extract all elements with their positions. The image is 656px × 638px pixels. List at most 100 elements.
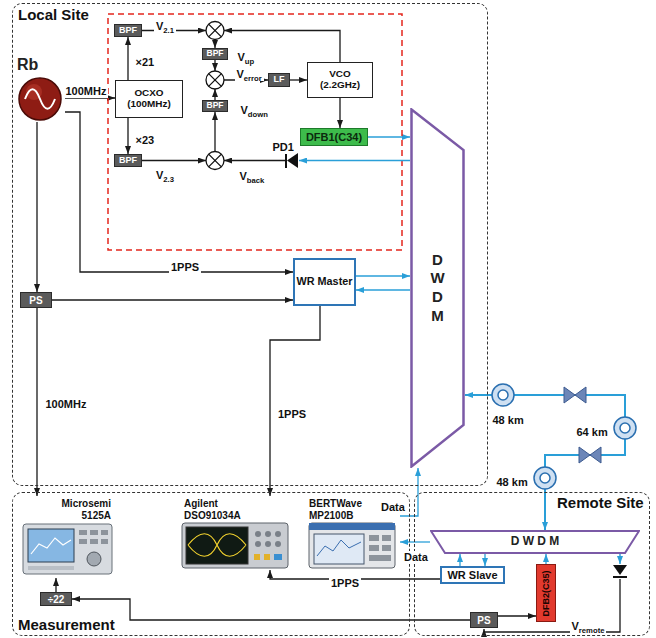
signal-line bbox=[65, 112, 293, 272]
edge-label: 100MHz bbox=[64, 85, 109, 98]
svg-polygon bbox=[590, 447, 601, 463]
edge-label: 1PPS bbox=[276, 408, 308, 421]
edge-label: Data bbox=[379, 501, 407, 514]
svg-circle bbox=[87, 552, 101, 566]
svg-circle bbox=[265, 541, 271, 547]
signal-line bbox=[290, 79, 307, 80]
signal-label: Vdown bbox=[239, 104, 270, 117]
svg-circle bbox=[620, 423, 630, 433]
svg-rect bbox=[28, 529, 74, 562]
signal-label: Vback bbox=[238, 170, 267, 183]
signal-line bbox=[127, 118, 128, 154]
signal-line bbox=[339, 98, 340, 128]
svg-g bbox=[254, 554, 270, 560]
optical-link bbox=[356, 289, 410, 290]
edge-label: ×21 bbox=[134, 56, 157, 69]
svg-circle bbox=[206, 22, 224, 40]
svg-polygon bbox=[579, 447, 590, 463]
signal-line bbox=[498, 615, 536, 616]
signal-line bbox=[36, 122, 37, 292]
signal-line bbox=[270, 306, 320, 496]
svg-rect bbox=[90, 530, 98, 535]
optical-link bbox=[368, 136, 410, 137]
svg-line bbox=[214, 112, 215, 152]
svg-circle bbox=[206, 71, 224, 89]
svg-rect bbox=[90, 539, 98, 544]
svg-path bbox=[209, 24, 222, 37]
svg-polyline bbox=[31, 538, 71, 554]
site-region: Remote SiteD W D MWR SlaveDFB2(C35)PS bbox=[414, 492, 650, 636]
svg-rect bbox=[314, 534, 364, 564]
node-label: BPF bbox=[207, 49, 224, 58]
svg-line bbox=[214, 60, 215, 71]
svg-polygon bbox=[564, 387, 575, 403]
optical-link bbox=[484, 554, 485, 566]
svg-rect bbox=[382, 535, 391, 541]
svg-line bbox=[285, 153, 287, 168]
node-label: LF bbox=[274, 75, 285, 85]
node-label: PS bbox=[477, 615, 490, 626]
svg-rect bbox=[309, 523, 395, 530]
region-frame bbox=[414, 492, 650, 636]
svg-line bbox=[142, 160, 206, 161]
svg-rect bbox=[309, 523, 395, 568]
svg-circle bbox=[534, 467, 556, 489]
signal-line bbox=[55, 578, 56, 592]
svg-circle bbox=[255, 541, 261, 547]
svg-path bbox=[209, 154, 222, 167]
signal-wires bbox=[142, 31, 620, 633]
frequency-analyzer: Microsemi 5125A bbox=[20, 496, 115, 578]
node-label: PS bbox=[29, 295, 42, 306]
svg-line bbox=[299, 160, 410, 161]
edge-label: Data bbox=[402, 551, 430, 564]
optical-link bbox=[545, 554, 546, 564]
node-label: BERTWave MP2100B bbox=[309, 496, 373, 521]
bandpass-filter: BPF bbox=[202, 100, 228, 112]
svg-rect bbox=[23, 524, 112, 574]
node-label: Remote Site bbox=[557, 494, 644, 511]
svg-circle bbox=[492, 384, 514, 406]
edge-label: ×23 bbox=[134, 134, 157, 147]
svg-rect bbox=[369, 535, 379, 541]
svg-circle bbox=[614, 417, 636, 439]
svg-rect bbox=[182, 523, 288, 568]
svg-circle bbox=[275, 531, 281, 537]
vco-box: VCO (2.2GHz) bbox=[307, 62, 373, 98]
node-label: DFB2(C35) bbox=[542, 570, 551, 616]
wdm-mux: D W D M bbox=[430, 530, 640, 554]
svg-line bbox=[214, 40, 215, 49]
fiber-spool bbox=[492, 384, 636, 489]
node-label: D W D M bbox=[511, 535, 560, 548]
bandpass-filter: BPF bbox=[202, 48, 228, 60]
svg-circle bbox=[265, 531, 271, 537]
signal-line bbox=[52, 299, 293, 300]
signal-label: 48 km bbox=[491, 414, 526, 427]
svg-g bbox=[369, 535, 391, 561]
signal-line bbox=[127, 37, 128, 80]
svg-rect bbox=[264, 554, 270, 560]
svg-line bbox=[613, 576, 627, 578]
svg-rect bbox=[101, 539, 108, 544]
svg-rect bbox=[274, 554, 282, 560]
frequency-divider: ÷22 bbox=[40, 592, 72, 606]
signal-label: PD1 bbox=[271, 141, 296, 154]
svg-rect bbox=[369, 555, 391, 561]
svg-circle bbox=[19, 78, 61, 120]
node-label: Measurement bbox=[18, 616, 115, 633]
signal-label: Verror bbox=[235, 68, 264, 81]
node-label: Local Site bbox=[18, 6, 89, 23]
svg-rect bbox=[382, 545, 391, 551]
signal-label: Vup bbox=[236, 51, 257, 64]
wdm-mux: DWDM bbox=[410, 108, 465, 468]
signal-label: 48 km bbox=[495, 476, 530, 489]
node-label: BPF bbox=[119, 26, 137, 36]
svg-circle bbox=[498, 390, 508, 400]
power-splitter: PS bbox=[470, 612, 498, 628]
optical-link bbox=[400, 541, 430, 542]
wr-master-box: WR Master bbox=[293, 258, 356, 306]
node-label: DFB1(C34) bbox=[306, 131, 362, 143]
node-label: ÷22 bbox=[48, 594, 65, 605]
svg-path bbox=[25, 89, 55, 109]
oscillator-box: OCXO (100MHz) bbox=[115, 80, 183, 118]
node-label: DWDM bbox=[430, 251, 445, 326]
